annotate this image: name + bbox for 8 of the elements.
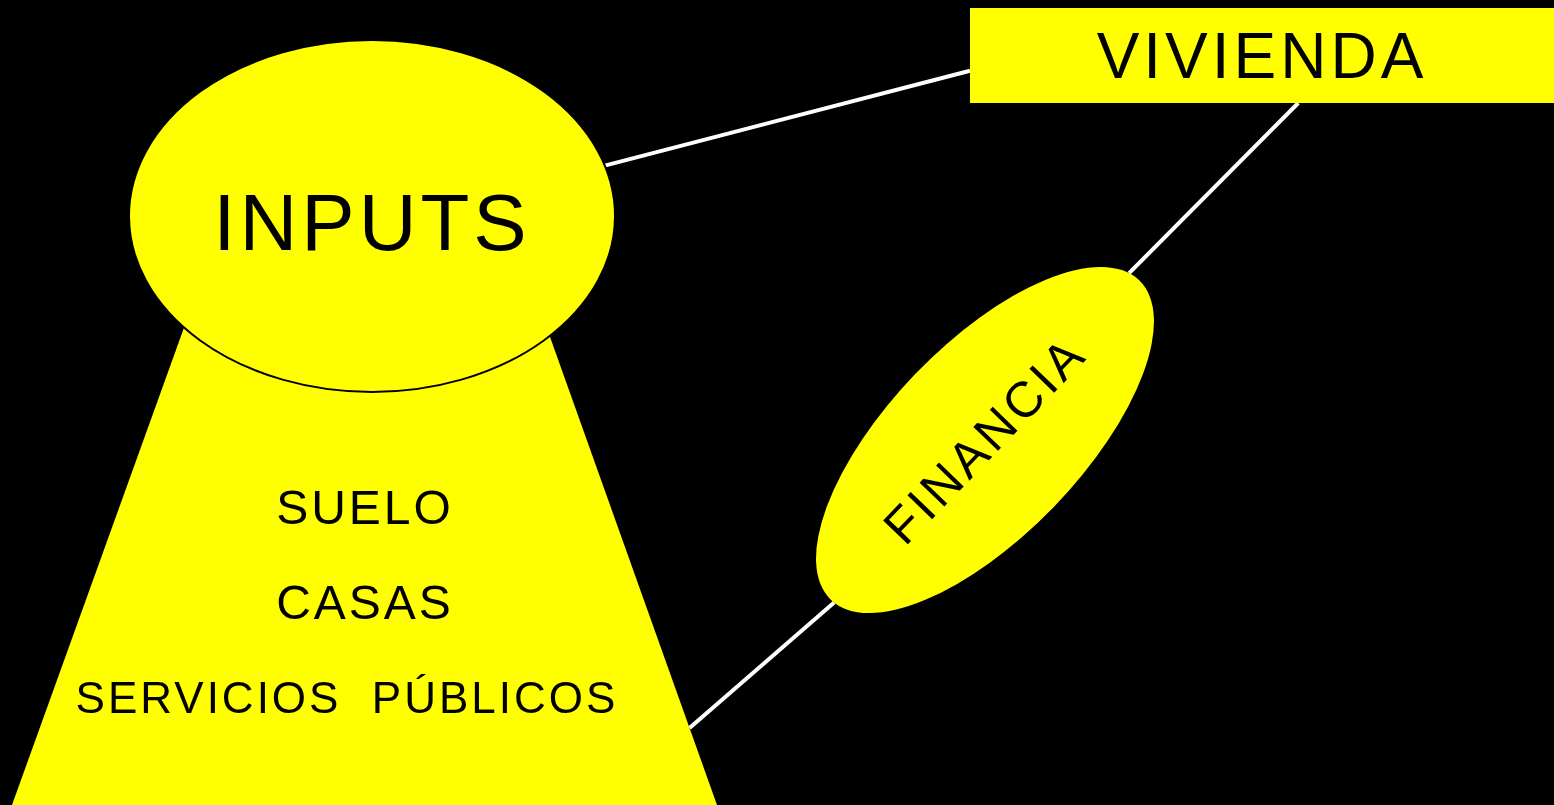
node-label: INPUTS: [213, 183, 531, 264]
node-label: SUELO: [276, 484, 454, 532]
node-label: VIVIENDA: [1096, 23, 1428, 88]
node-label: CASAS: [276, 579, 454, 627]
connector-line: [1127, 101, 1300, 275]
connector-line: [604, 68, 971, 168]
node-label: SERVICIOS PÚBLICOS: [75, 676, 619, 720]
connector-line: [688, 601, 836, 730]
